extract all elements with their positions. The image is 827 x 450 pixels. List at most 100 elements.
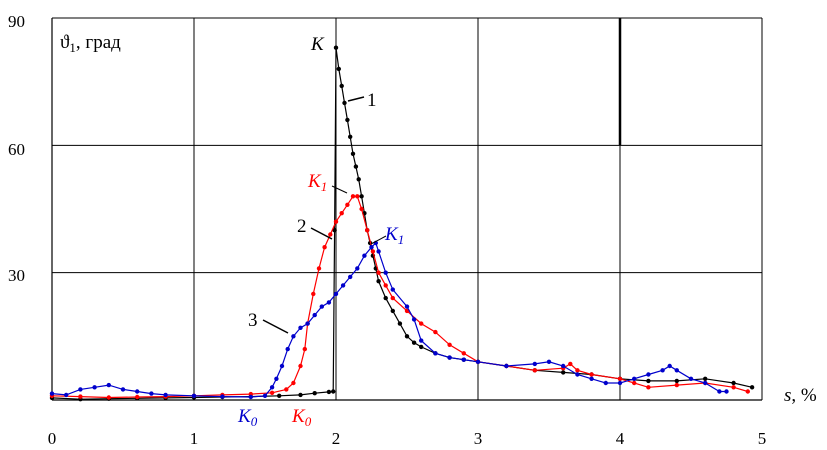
series-3-point	[660, 368, 665, 373]
y-axis-label: ϑ1, град	[60, 32, 121, 55]
series-1-point	[332, 228, 337, 233]
series-2-point	[646, 385, 651, 390]
series-1-point	[277, 393, 282, 398]
series-2-point	[365, 228, 370, 233]
series-1-point	[339, 83, 344, 89]
series-3-point	[149, 391, 154, 396]
series-3-point	[617, 380, 623, 386]
series-3-point	[703, 380, 708, 386]
series-3-point	[724, 389, 729, 394]
series-2-point	[302, 346, 307, 352]
series-3-point	[461, 357, 466, 362]
series-3-point	[305, 321, 310, 326]
series-1-point	[731, 380, 736, 386]
series-2-point	[617, 376, 623, 381]
series-1-line	[51, 47, 753, 400]
x-tick-4: 4	[616, 429, 625, 448]
series-1-point	[353, 164, 359, 169]
series-3-line	[51, 241, 727, 398]
series-3-point	[355, 266, 360, 271]
series-3-point	[646, 372, 651, 377]
series-3-point	[340, 283, 346, 288]
series-2-point	[383, 283, 388, 288]
series-1-point	[561, 370, 566, 375]
series-3-point	[532, 361, 537, 367]
series-2-point	[632, 380, 637, 386]
series-3-point	[291, 334, 296, 339]
series-2-point	[575, 368, 580, 373]
series-1-point	[345, 117, 350, 123]
series-2-point	[370, 249, 376, 254]
series-3-point	[285, 346, 290, 352]
series-1-point	[404, 334, 410, 339]
leader-2	[310, 227, 333, 240]
series-3-point	[348, 274, 353, 280]
annotation-k0-red: K0	[291, 406, 312, 429]
series-3-point	[589, 376, 594, 381]
series-3-point	[269, 385, 275, 390]
series-3-point	[603, 380, 608, 386]
series-1-point	[359, 194, 364, 199]
series-1-point	[383, 295, 388, 301]
series-3-point	[383, 270, 388, 275]
x-tick-2: 2	[332, 429, 341, 448]
series-2-point	[298, 363, 303, 369]
leader-1	[347, 96, 365, 102]
x-axis-label: s, %	[784, 385, 817, 406]
annotation-1: 1	[367, 90, 377, 111]
series-2-point	[291, 380, 296, 386]
series-2-point	[745, 389, 750, 394]
series-3-point	[298, 325, 303, 330]
series-2-point	[376, 270, 381, 275]
series-1-point	[397, 321, 403, 326]
series-2-point	[135, 394, 140, 400]
series-3-point	[369, 245, 374, 250]
series-1-point	[342, 100, 347, 106]
series-2-line	[51, 195, 748, 399]
series-2-point	[461, 351, 466, 356]
annotation-k1-red: K1	[307, 171, 327, 194]
y-tick-90: 90	[8, 12, 25, 31]
series-3-point	[92, 385, 97, 390]
series-2-point	[106, 395, 112, 400]
series-3-point	[63, 392, 69, 398]
series-2-point	[339, 211, 344, 216]
series-1-point	[336, 66, 341, 72]
series-3-point	[546, 359, 552, 364]
series-1-point	[390, 308, 395, 314]
series-2-point	[350, 194, 356, 199]
x-tick-5: 5	[758, 429, 767, 448]
series-2-point	[355, 194, 360, 199]
series-3-point	[274, 376, 279, 381]
series-1-point	[674, 378, 679, 384]
series-3-point	[106, 382, 112, 388]
series-2-point	[345, 202, 350, 207]
series-3-point	[326, 300, 332, 305]
series-3-point	[404, 304, 410, 309]
series-1-point	[312, 391, 317, 396]
annotations: K 1 K1 2 K1 3 K0 K0	[237, 34, 404, 429]
series-1-point	[411, 340, 417, 345]
series-3-point	[504, 363, 509, 369]
series-1-point	[376, 279, 381, 284]
series-3-point	[319, 304, 324, 309]
annotation-2: 2	[297, 216, 307, 237]
series-1-point	[331, 389, 336, 394]
annotation-k1-blue: K1	[384, 224, 404, 247]
series-2-point	[433, 329, 438, 335]
series-1-point	[749, 385, 755, 390]
series-3	[49, 240, 729, 400]
series-3-point	[248, 394, 253, 400]
leader-k1-red	[331, 185, 348, 194]
x-tick-1: 1	[190, 429, 199, 448]
x-tick-0: 0	[48, 429, 57, 448]
series-1-point	[348, 134, 353, 139]
series-2-point	[333, 219, 339, 224]
series-3-point	[561, 363, 566, 369]
series-2-point	[731, 385, 736, 390]
series-3-point	[717, 389, 722, 394]
series-1-point	[333, 45, 339, 50]
annotation-k: K	[310, 34, 325, 55]
series-layer	[49, 45, 755, 402]
